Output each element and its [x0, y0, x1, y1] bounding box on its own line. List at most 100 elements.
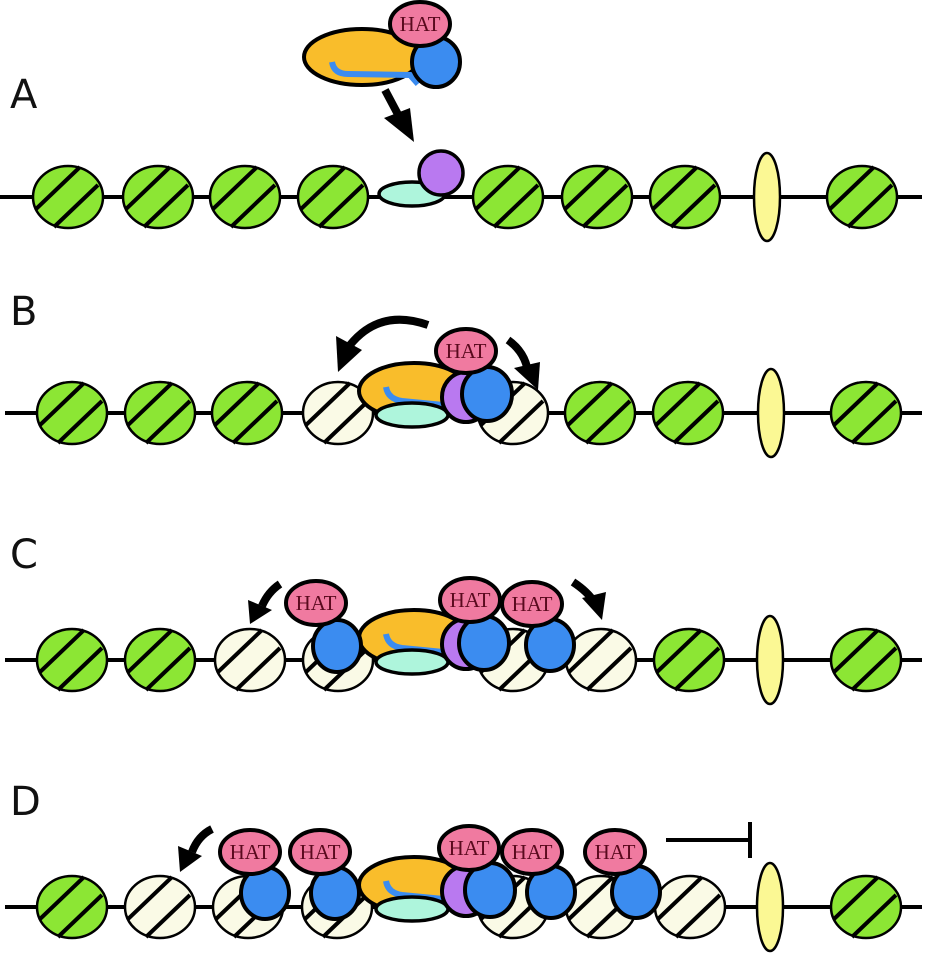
adaptor-protein — [457, 614, 511, 672]
hat-enzyme: HAT — [500, 580, 564, 628]
arrow-head — [248, 600, 272, 624]
panel-label-c: C — [10, 532, 38, 578]
nucleosome-stripe — [567, 628, 615, 674]
nucleosome-body — [123, 874, 197, 940]
hat-enzyme: HAT — [434, 327, 498, 375]
nucleosome-body — [210, 380, 284, 446]
nucleosome-stripe — [144, 893, 192, 939]
nucleosome-stripe — [38, 628, 86, 674]
nucleosome-body — [35, 627, 109, 693]
nucleosome — [829, 380, 903, 446]
nucleosome-body — [208, 164, 282, 230]
acetylated-nucleosome — [301, 380, 375, 446]
nucleosome — [208, 164, 282, 230]
nucleosome-stripe — [322, 399, 370, 445]
nucleosome-stripe — [304, 381, 352, 427]
nucleosome — [123, 627, 197, 693]
nucleosome-body — [301, 380, 375, 446]
nucleosome — [35, 874, 109, 940]
panel-d: HAT HAT HAT HAT HAT — [5, 822, 922, 953]
boundary-element — [755, 861, 785, 953]
arrow-head — [178, 846, 202, 872]
panel-a: HAT — [0, 0, 922, 243]
nucleosome-body — [123, 380, 197, 446]
nucleosome-stripe — [674, 893, 722, 939]
nucleosome — [651, 380, 725, 446]
hat-body — [388, 0, 452, 48]
arrow-shaft — [188, 825, 214, 854]
nucleosome-stripe — [563, 165, 611, 211]
activator-tail — [329, 61, 421, 86]
recruitment-arrow — [381, 88, 414, 142]
hat-enzyme: HAT — [284, 579, 348, 627]
nucleosome-stripe — [585, 646, 633, 692]
nucleosome-stripe — [850, 893, 898, 939]
nucleosome-stripe — [231, 399, 279, 445]
nucleosome — [471, 164, 545, 230]
nucleosome — [560, 164, 634, 230]
dna-binding-factor — [374, 895, 450, 923]
hat-enzyme: HAT — [500, 828, 564, 876]
arrow-head — [336, 336, 362, 372]
boundary-element — [752, 151, 782, 243]
nucleosome-stripe — [38, 875, 86, 921]
hat-body — [438, 576, 502, 624]
adaptor-protein — [311, 618, 363, 674]
acetylated-nucleosome — [653, 874, 727, 940]
nucleosome-body — [825, 164, 899, 230]
hat-label: HAT — [512, 840, 553, 864]
nucleosome — [35, 380, 109, 446]
nucleosome-stripe — [846, 183, 894, 229]
hat-body — [437, 824, 501, 872]
arrow-shaft — [346, 315, 430, 348]
dna-binding-factor — [374, 648, 450, 676]
hat-enzyme: HAT — [583, 828, 647, 876]
acetylated-nucleosome — [123, 874, 197, 940]
nucleosome-body — [829, 627, 903, 693]
nucleosome-body — [829, 874, 903, 940]
nucleosome-stripe — [672, 399, 720, 445]
nucleosome-body — [648, 164, 722, 230]
hat-label: HAT — [449, 836, 490, 860]
acetylated-nucleosome — [564, 627, 638, 693]
nucleosome-stripe — [651, 165, 699, 211]
spread-arrow-right — [570, 578, 606, 620]
acetylated-nucleosome — [213, 627, 287, 693]
hat-label: HAT — [230, 840, 271, 864]
nucleosome-stripe — [832, 381, 880, 427]
nucleosome-stripe — [474, 165, 522, 211]
nucleosome-stripe — [832, 875, 880, 921]
nucleosome-body — [35, 380, 109, 446]
hat-label: HAT — [296, 591, 337, 615]
nucleosome-stripe — [56, 399, 104, 445]
boundary-element — [755, 614, 785, 706]
hat-body — [500, 828, 564, 876]
panel-label-b: B — [10, 289, 37, 335]
panel-b: HAT — [5, 315, 922, 459]
nucleosome-body — [471, 164, 545, 230]
nucleosome-stripe — [124, 165, 172, 211]
nucleosome — [210, 380, 284, 446]
purple-factor — [417, 149, 465, 197]
nucleosome-body — [829, 380, 903, 446]
spread-arrow-left — [336, 315, 430, 372]
dna-binding-factor — [374, 401, 450, 429]
nucleosome-body — [651, 380, 725, 446]
hat-enzyme: HAT — [288, 828, 352, 876]
nucleosome — [825, 164, 899, 230]
nucleosome-stripe — [584, 399, 632, 445]
nucleosome-stripe — [299, 165, 347, 211]
nucleosome-stripe — [567, 875, 615, 921]
nucleosome — [648, 164, 722, 230]
adaptor-protein — [460, 365, 514, 423]
nucleosome-stripe — [654, 381, 702, 427]
hat-label: HAT — [446, 339, 487, 363]
nucleosome — [296, 164, 370, 230]
hat-enzyme: HAT — [388, 0, 452, 48]
nucleosome-stripe — [56, 646, 104, 692]
nucleosome-stripe — [126, 875, 174, 921]
nucleosome-stripe — [581, 183, 629, 229]
nucleosome-stripe — [126, 381, 174, 427]
nucleosome-stripe — [144, 646, 192, 692]
